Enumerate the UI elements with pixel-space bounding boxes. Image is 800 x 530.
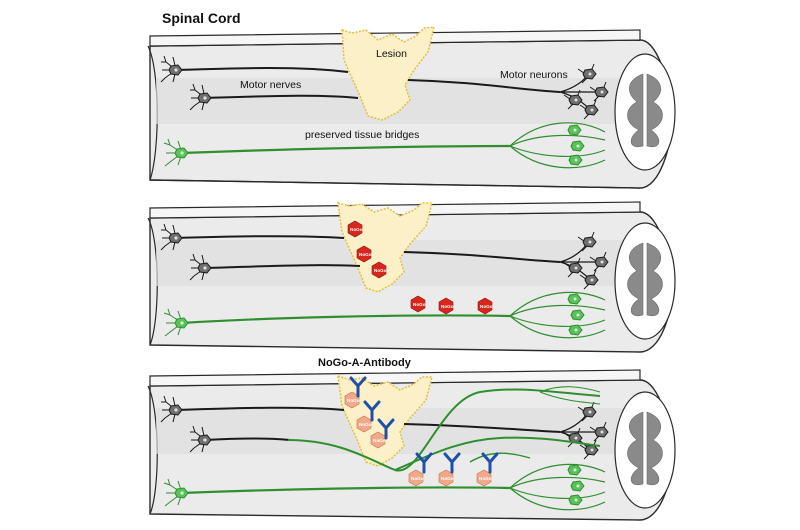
nogo-proteins: NoGo NoGo NoGo NoGo NoGo NoGo: [347, 220, 493, 315]
panel-3: NoGo-A-Antibody: [147, 357, 676, 521]
nogo-label: NoGo: [350, 227, 363, 232]
cord-body: [147, 369, 673, 521]
cord-body: [147, 29, 673, 189]
nogo-hexagon-icon: NoGo: [438, 297, 454, 315]
lesion: [337, 374, 433, 467]
nogo-label: NoGo: [441, 476, 454, 481]
green-regenerated-fibers: [163, 386, 606, 511]
gray-matter-butterfly-icon: [614, 53, 676, 171]
nogo-hexagon-icon: NoGo: [370, 431, 386, 449]
nogo-hexagon-icon: NoGo: [356, 245, 372, 263]
nogo-label: NoGo: [359, 422, 372, 427]
panel-1: Lesion Motor nerves Motor neurons preser…: [147, 26, 676, 189]
nogo-label: NoGo: [359, 252, 372, 257]
panel-2: NoGo NoGo NoGo NoGo NoGo NoGo: [147, 201, 676, 353]
nogo-label: NoGo: [373, 438, 386, 443]
nogo-hexagon-icon: NoGo: [344, 391, 360, 409]
lesion: [341, 26, 435, 121]
motor-nerves: [160, 395, 598, 453]
nogo-label: NoGo: [374, 268, 387, 273]
nogo-hexagon-icon: NoGo: [477, 297, 493, 315]
lesion-label: Lesion: [376, 48, 407, 60]
blocked-nogo-proteins: NoGo NoGo NoGo NoGo NoGo NoGo: [344, 391, 492, 487]
antibody-label: NoGo-A-Antibody: [318, 357, 412, 369]
nogo-hexagon-icon: NoGo: [371, 261, 387, 279]
nogo-hexagon-icon: NoGo: [408, 469, 424, 487]
nogo-hexagon-icon: NoGo: [356, 415, 372, 433]
nogo-hexagon-icon: NoGo: [476, 469, 492, 487]
nogo-label: NoGo: [413, 302, 426, 307]
nogo-hexagon-icon: NoGo: [347, 220, 363, 238]
nogo-label: NoGo: [480, 304, 493, 309]
nogo-hexagon-icon: NoGo: [410, 295, 426, 313]
nogo-hexagon-icon: NoGo: [438, 469, 454, 487]
nogo-label: NoGo: [411, 476, 424, 481]
nogo-label: NoGo: [347, 398, 360, 403]
gray-matter-butterfly-icon: [614, 391, 676, 509]
nogo-label: NoGo: [479, 476, 492, 481]
motor-nerves: [160, 223, 598, 281]
page-title: Spinal Cord: [162, 10, 241, 26]
nogo-label: NoGo: [441, 304, 454, 309]
green-pathway: [163, 122, 606, 169]
bridges-label: preserved tissue bridges: [305, 129, 419, 141]
green-pathway: [163, 291, 606, 339]
motor-nerves-label: Motor nerves: [240, 79, 301, 91]
gray-matter-butterfly-icon: [614, 222, 676, 340]
motor-neurons-label: Motor neurons: [500, 69, 568, 81]
